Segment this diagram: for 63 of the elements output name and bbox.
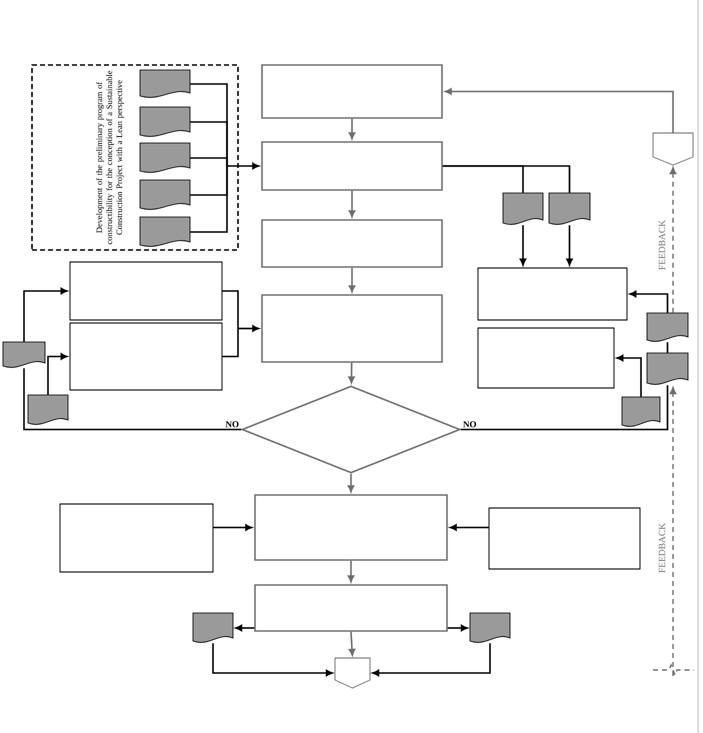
arrow — [213, 524, 252, 531]
process-box — [254, 494, 448, 561]
process-box — [488, 508, 640, 570]
arrow — [372, 643, 491, 676]
document-shape — [140, 180, 190, 210]
connector-line — [460, 385, 668, 430]
document-shape — [622, 396, 660, 427]
document-shape — [470, 612, 510, 643]
document-shape — [192, 612, 234, 643]
process-box — [478, 328, 614, 388]
arrow — [47, 353, 68, 395]
arrow — [348, 474, 354, 492]
connector-line — [666, 342, 668, 353]
arrow — [444, 88, 674, 133]
arrow — [616, 354, 642, 397]
process-box — [60, 504, 214, 572]
process-box — [261, 141, 443, 191]
document-shape — [2, 342, 46, 368]
document-shape — [140, 106, 190, 137]
feedback-arrow — [670, 386, 676, 676]
process-box — [70, 322, 222, 390]
arrow — [348, 118, 356, 140]
arrow — [238, 325, 260, 332]
process-box — [261, 219, 443, 268]
document-shape — [140, 142, 190, 173]
document-shape — [548, 192, 590, 225]
edge-label: NO — [226, 421, 239, 428]
arrow — [520, 225, 526, 266]
process-box — [478, 268, 628, 320]
document-shape — [28, 394, 68, 425]
document-shape — [140, 70, 190, 98]
arrow — [566, 225, 573, 266]
document-shape — [646, 312, 688, 342]
arrow — [348, 632, 356, 656]
arrow — [227, 162, 260, 170]
arrow — [348, 362, 355, 384]
arrow — [450, 524, 489, 531]
side-label: FEEDBACK — [658, 220, 666, 270]
document-shape — [502, 192, 544, 225]
arrow — [222, 290, 239, 328]
arrow — [212, 643, 333, 676]
process-box — [254, 584, 448, 632]
edge-label: NO — [463, 421, 476, 428]
connector-line — [442, 165, 570, 193]
arrow — [448, 624, 468, 632]
arrow — [629, 290, 668, 313]
feedback-arrow — [670, 166, 676, 313]
arrow — [23, 288, 68, 342]
connector-line — [23, 368, 242, 430]
process-box — [261, 294, 443, 363]
arrow — [348, 560, 354, 582]
arrow — [235, 624, 254, 632]
off-page-connector — [652, 132, 694, 166]
process-box — [70, 262, 222, 320]
document-shape — [140, 216, 190, 247]
process-box — [261, 64, 443, 119]
side-label: FEEDBACK — [658, 523, 666, 573]
arrow — [348, 268, 356, 292]
document-shape — [646, 352, 688, 385]
group-box: Development of the preliminary program of constructibility for the conception of a Sustainable Construction Project with a Lean perspective — [31, 64, 239, 251]
arrow — [222, 328, 239, 358]
arrow — [348, 190, 356, 218]
off-page-connector — [334, 658, 370, 688]
